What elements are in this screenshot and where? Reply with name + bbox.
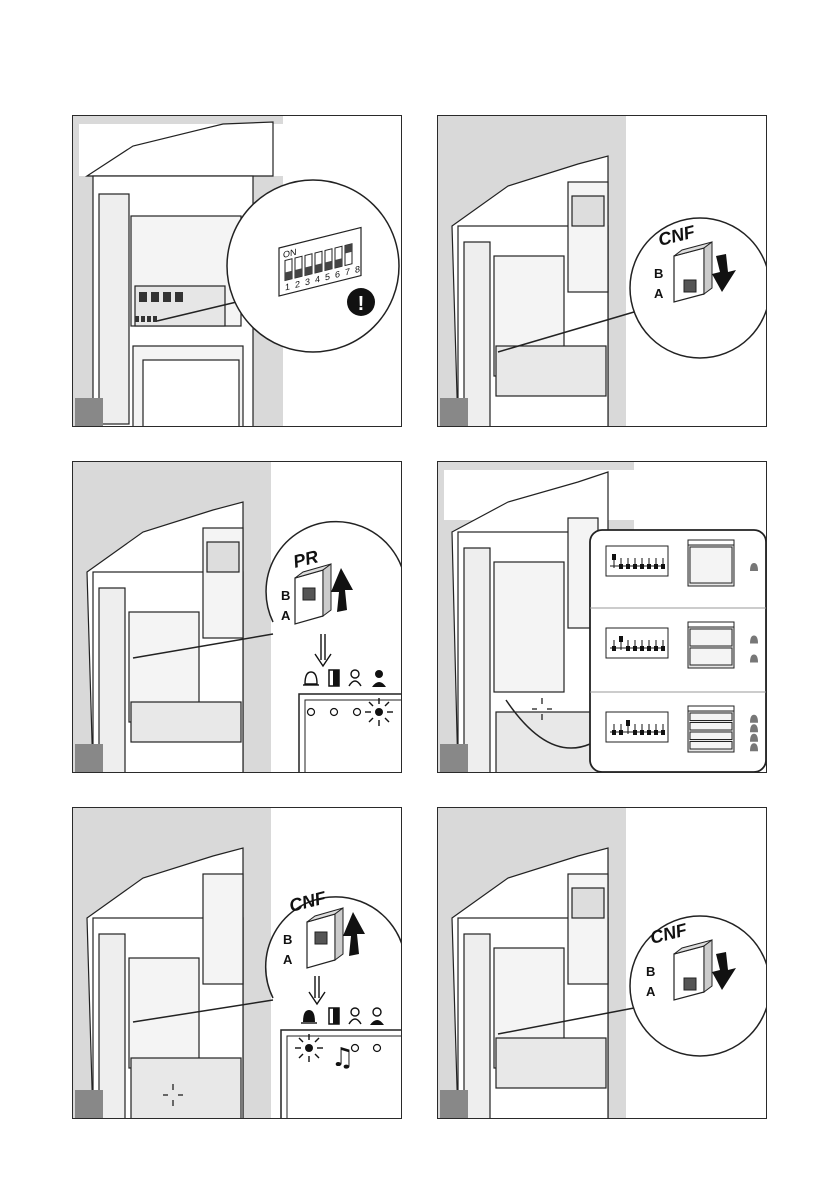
step-marker <box>75 398 103 427</box>
step-marker <box>75 744 103 773</box>
call-button <box>690 723 732 731</box>
switch-knob <box>684 978 696 990</box>
indicator-panel <box>299 694 402 773</box>
dip-number-7: 7 <box>345 266 350 277</box>
call-button <box>690 648 732 665</box>
panel-5: CNF B A ♫ <box>72 807 402 1119</box>
led-2 <box>331 709 338 716</box>
step-marker <box>440 744 468 773</box>
dip-switch-illustration: ON 1 2 3 4 5 6 7 8 ! <box>73 116 402 427</box>
led-1 <box>308 709 315 716</box>
switch-pos-a: A <box>646 984 656 999</box>
dip-number-1: 1 <box>285 281 290 292</box>
door-icon <box>329 670 339 686</box>
switch-pos-a: A <box>281 608 291 623</box>
step-marker <box>440 398 468 427</box>
led-3 <box>352 1045 359 1052</box>
led-3 <box>354 709 361 716</box>
panel-2: CNF B A <box>437 115 767 427</box>
call-button <box>690 713 732 721</box>
switch-pos-b: B <box>281 588 290 603</box>
switch-knob <box>303 588 315 600</box>
call-button <box>690 742 732 750</box>
panel-6: CNF B A <box>437 807 767 1119</box>
switch-pos-a: A <box>283 952 293 967</box>
dip-number-6: 6 <box>335 269 340 280</box>
panel-4 <box>437 461 767 773</box>
person-icon <box>372 670 386 687</box>
cnf-switch-up-illustration: CNF B A ♫ <box>73 808 402 1119</box>
switch-pos-b: B <box>646 964 655 979</box>
panel-3: PR B A <box>72 461 402 773</box>
call-button <box>690 732 732 740</box>
led-1-blinking <box>295 1034 323 1062</box>
dip-number-8: 8 <box>355 264 360 275</box>
bell-icon <box>301 1010 317 1023</box>
call-button <box>690 629 732 646</box>
bell-icon <box>303 672 319 685</box>
switch-pos-b: B <box>283 932 292 947</box>
step-marker <box>440 1090 468 1119</box>
cnf-switch-down-final-illustration: CNF B A <box>438 808 767 1119</box>
panel-1: ON 1 2 3 4 5 6 7 8 ! <box>72 115 402 427</box>
cnf-switch-down-illustration: CNF B A <box>438 116 767 427</box>
double-arrow-down-icon <box>315 634 331 666</box>
switch-pos-b: B <box>654 266 663 281</box>
pr-switch-up-illustration: PR B A <box>73 462 402 773</box>
led-4 <box>374 1045 381 1052</box>
led-4-blinking <box>365 698 393 726</box>
button-configuration-illustration <box>438 462 767 773</box>
person-icon <box>370 1008 384 1025</box>
switch-knob <box>315 932 327 944</box>
dip-number-4: 4 <box>315 274 320 285</box>
speaker-person-icon <box>349 670 361 686</box>
dip-number-5: 5 <box>325 271 330 282</box>
svg-text:!: ! <box>358 293 365 315</box>
step-marker <box>75 1090 103 1119</box>
door-icon <box>329 1008 339 1024</box>
music-note-icon: ♫ <box>331 1043 354 1073</box>
switch-pos-a: A <box>654 286 664 301</box>
switch-knob <box>684 280 696 292</box>
dip-number-3: 3 <box>305 276 310 287</box>
speaker-person-icon <box>349 1008 361 1024</box>
call-button <box>690 547 732 583</box>
dip-number-2: 2 <box>295 279 300 290</box>
